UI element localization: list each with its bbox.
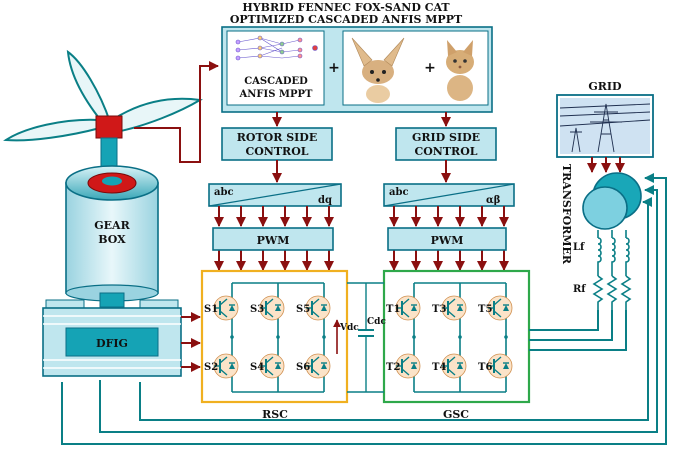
lf-label: Lf [573,242,585,253]
svg-text:abc: abc [389,187,409,198]
gsc-switch-label: T1 [386,304,400,315]
svg-text:ROTOR SIDE: ROTOR SIDE [237,131,317,144]
rsc-switch-s6: S6 [296,353,331,379]
igbt-icon [396,356,417,376]
stator-grid-line-2 [99,185,658,433]
feedback-mppt-line [134,61,219,163]
igbt-icon [260,356,281,376]
gearbox-line1: GEAR [94,219,130,232]
power-tower-icon [559,98,651,154]
title-line1: HYBRID FENNEC FOX-SAND CAT [242,1,450,14]
grid-block: GRID [556,80,654,158]
gsc-switch-label: T4 [432,362,446,373]
gearbox: GEAR BOX [65,165,159,308]
igbt-icon [488,298,509,318]
gsc-switch-t6: T6 [478,353,513,379]
gsc-output-c [529,310,627,351]
stator-grid-line-3 [139,197,652,421]
title-line2: OPTIMIZED CASCADED ANFIS MPPT [230,13,463,26]
svg-text:PWM: PWM [431,234,464,247]
anfis-network-icon [235,35,318,61]
plus-sign-2: + [424,60,436,76]
rsc-switch-s2: S2 [204,353,239,379]
transformer-label: TRANSFORMER [560,164,573,265]
svg-text:GRID SIDE: GRID SIDE [412,131,480,144]
gsc-switch-t4: T4 [432,353,467,379]
sand-cat-icon [446,40,474,101]
dc-link: Vdc Cdc [333,282,386,393]
rsc-switch-label: S3 [250,304,264,315]
plus-sign-1: + [328,60,340,76]
gsc-switch-label: T6 [478,362,492,373]
rotor-transform-block: abc dq [208,183,342,207]
rsc-switch-label: S6 [296,362,310,373]
gsc-frame [382,269,531,404]
igbt-icon [306,356,327,376]
svg-text:CONTROL: CONTROL [414,145,477,158]
rsc-switch-label: S4 [250,362,264,373]
gsc-switch-t1: T1 [386,295,421,321]
igbt-icon [442,298,463,318]
wind-turbine-icon [3,49,203,181]
svg-text:abc: abc [214,187,234,198]
grid-label: GRID [588,80,622,93]
gsc-output-b [529,310,613,341]
svg-text:PWM: PWM [257,234,290,247]
rsc-switch-label: S1 [204,304,218,315]
svg-text:CONTROL: CONTROL [245,145,308,158]
rsc-switch-s1: S1 [204,295,239,321]
gsc-switch-label: T5 [478,304,492,315]
rsc-switch-s5: S5 [296,295,331,321]
rsc-switch-label: S2 [204,362,218,373]
transformer: TRANSFORMER [560,164,642,265]
stator-grid-line-1 [61,173,667,445]
rsc-label: RSC [262,408,288,421]
igbt-icon [306,298,327,318]
gsc-label: GSC [443,408,469,421]
anfis-label-line2: ANFIS MPPT [239,89,313,100]
cdc-label: Cdc [367,317,386,327]
dfig-machine: DFIG [42,299,182,377]
gsc-switch-label: T3 [432,304,446,315]
anfis-label-line1: CASCADED [244,76,308,87]
grid-pwm-block: PWM [387,227,507,251]
fennec-fox-icon [351,37,405,103]
rotor-side-control: ROTOR SIDE CONTROL [221,127,333,161]
igbt-icon [488,356,509,376]
grid-transform-block: abc αβ [383,183,515,207]
svg-text:dq: dq [318,195,332,206]
mppt-block: CASCADED ANFIS MPPT + + [221,26,493,113]
filter-inductors [592,230,632,310]
gsc-output-a [529,310,599,331]
dfig-label: DFIG [96,337,128,350]
rotor-pwm-block: PWM [212,227,334,251]
gsc-switch-t2: T2 [386,353,421,379]
gsc-switch-t5: T5 [478,295,513,321]
igbt-icon [442,356,463,376]
gsc-switch-label: T2 [386,362,400,373]
vdc-label: Vdc [339,323,359,333]
svg-text:αβ: αβ [486,195,501,206]
grid-side-control: GRID SIDE CONTROL [395,127,497,161]
rf-label: Rf [573,284,586,295]
igbt-icon [396,298,417,318]
rsc-frame [200,269,349,404]
igbt-icon [214,356,235,376]
rsc-switch-s3: S3 [250,295,285,321]
gsc-switch-t3: T3 [432,295,467,321]
rsc-switch-label: S5 [296,304,310,315]
gearbox-line2: BOX [98,233,126,246]
igbt-icon [260,298,281,318]
igbt-icon [214,298,235,318]
rsc-switch-s4: S4 [250,353,285,379]
